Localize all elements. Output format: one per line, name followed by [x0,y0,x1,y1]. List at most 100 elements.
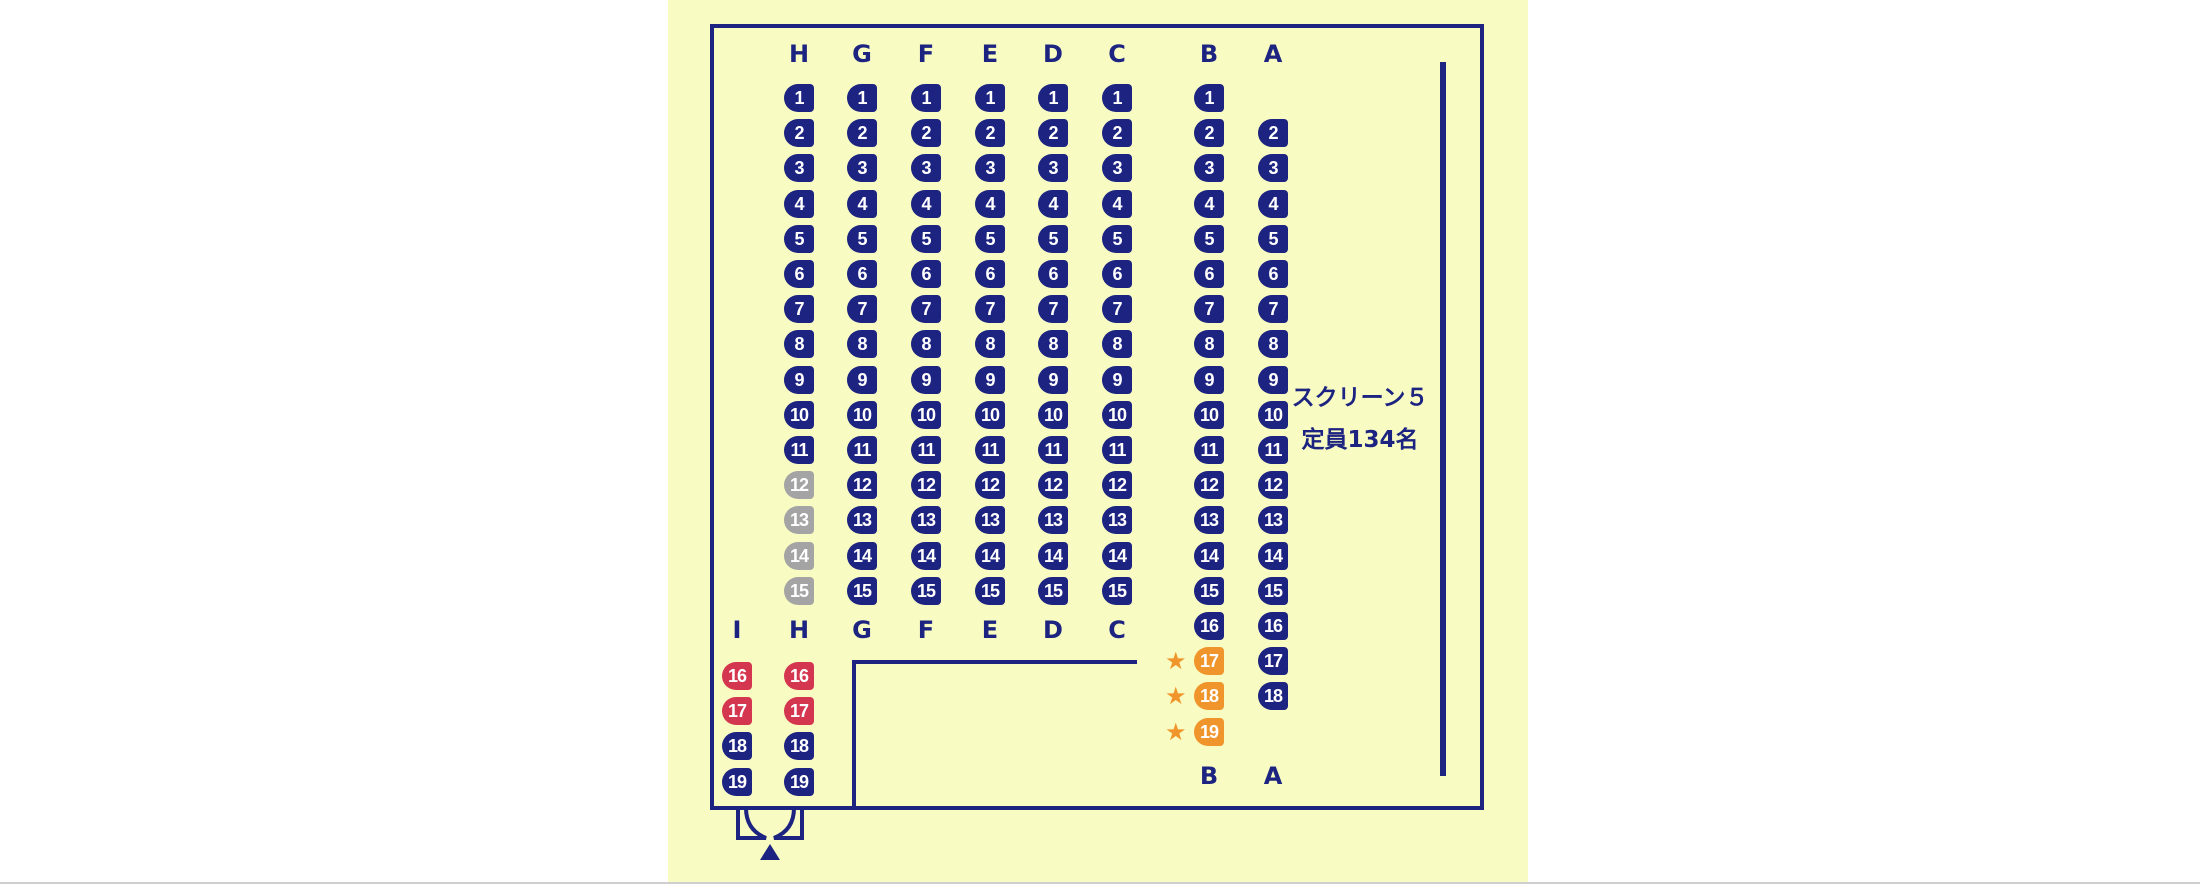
seat-c-12[interactable]: 12 [1102,471,1132,499]
seat-a-13[interactable]: 13 [1258,506,1288,534]
seat-e-8[interactable]: 8 [975,330,1005,358]
seat-b-16[interactable]: 16 [1194,612,1224,640]
seat-h-7[interactable]: 7 [784,295,814,323]
seat-b-18[interactable]: 18 [1194,682,1224,710]
seat-a-10[interactable]: 10 [1258,401,1288,429]
seat-d-7[interactable]: 7 [1038,295,1068,323]
seat-a-15[interactable]: 15 [1258,577,1288,605]
seat-g-14[interactable]: 14 [847,542,877,570]
seat-d-13[interactable]: 13 [1038,506,1068,534]
seat-h-17[interactable]: 17 [784,697,814,725]
seat-b-17[interactable]: 17 [1194,647,1224,675]
seat-e-12[interactable]: 12 [975,471,1005,499]
seat-b-11[interactable]: 11 [1194,436,1224,464]
seat-b-3[interactable]: 3 [1194,154,1224,182]
seat-b-13[interactable]: 13 [1194,506,1224,534]
seat-g-1[interactable]: 1 [847,84,877,112]
seat-b-19[interactable]: 19 [1194,718,1224,746]
seat-g-11[interactable]: 11 [847,436,877,464]
seat-h-11[interactable]: 11 [784,436,814,464]
seat-d-9[interactable]: 9 [1038,366,1068,394]
seat-e-14[interactable]: 14 [975,542,1005,570]
seat-g-4[interactable]: 4 [847,190,877,218]
seat-g-5[interactable]: 5 [847,225,877,253]
seat-i-19[interactable]: 19 [722,768,752,796]
seat-g-13[interactable]: 13 [847,506,877,534]
seat-h-10[interactable]: 10 [784,401,814,429]
seat-b-14[interactable]: 14 [1194,542,1224,570]
seat-d-10[interactable]: 10 [1038,401,1068,429]
seat-f-9[interactable]: 9 [911,366,941,394]
seat-h-13[interactable]: 13 [784,506,814,534]
seat-a-4[interactable]: 4 [1258,190,1288,218]
seat-b-6[interactable]: 6 [1194,260,1224,288]
seat-c-2[interactable]: 2 [1102,119,1132,147]
seat-b-2[interactable]: 2 [1194,119,1224,147]
seat-e-7[interactable]: 7 [975,295,1005,323]
seat-c-8[interactable]: 8 [1102,330,1132,358]
seat-f-4[interactable]: 4 [911,190,941,218]
seat-d-4[interactable]: 4 [1038,190,1068,218]
seat-h-14[interactable]: 14 [784,542,814,570]
seat-e-13[interactable]: 13 [975,506,1005,534]
seat-e-3[interactable]: 3 [975,154,1005,182]
seat-d-6[interactable]: 6 [1038,260,1068,288]
seat-f-11[interactable]: 11 [911,436,941,464]
seat-c-11[interactable]: 11 [1102,436,1132,464]
seat-c-10[interactable]: 10 [1102,401,1132,429]
seat-d-5[interactable]: 5 [1038,225,1068,253]
seat-h-15[interactable]: 15 [784,577,814,605]
seat-c-14[interactable]: 14 [1102,542,1132,570]
seat-d-3[interactable]: 3 [1038,154,1068,182]
seat-f-13[interactable]: 13 [911,506,941,534]
seat-f-15[interactable]: 15 [911,577,941,605]
seat-c-6[interactable]: 6 [1102,260,1132,288]
seat-i-16[interactable]: 16 [722,662,752,690]
seat-f-12[interactable]: 12 [911,471,941,499]
seat-h-8[interactable]: 8 [784,330,814,358]
seat-a-16[interactable]: 16 [1258,612,1288,640]
seat-f-6[interactable]: 6 [911,260,941,288]
seat-d-11[interactable]: 11 [1038,436,1068,464]
seat-b-4[interactable]: 4 [1194,190,1224,218]
seat-a-14[interactable]: 14 [1258,542,1288,570]
seat-b-10[interactable]: 10 [1194,401,1224,429]
seat-h-18[interactable]: 18 [784,732,814,760]
seat-a-3[interactable]: 3 [1258,154,1288,182]
seat-f-8[interactable]: 8 [911,330,941,358]
seat-c-7[interactable]: 7 [1102,295,1132,323]
seat-a-2[interactable]: 2 [1258,119,1288,147]
seat-g-2[interactable]: 2 [847,119,877,147]
seat-e-2[interactable]: 2 [975,119,1005,147]
seat-e-10[interactable]: 10 [975,401,1005,429]
seat-a-5[interactable]: 5 [1258,225,1288,253]
seat-e-11[interactable]: 11 [975,436,1005,464]
seat-a-6[interactable]: 6 [1258,260,1288,288]
seat-d-15[interactable]: 15 [1038,577,1068,605]
seat-a-8[interactable]: 8 [1258,330,1288,358]
seat-g-7[interactable]: 7 [847,295,877,323]
seat-h-3[interactable]: 3 [784,154,814,182]
seat-d-12[interactable]: 12 [1038,471,1068,499]
seat-h-16[interactable]: 16 [784,662,814,690]
seat-g-15[interactable]: 15 [847,577,877,605]
seat-h-4[interactable]: 4 [784,190,814,218]
seat-g-9[interactable]: 9 [847,366,877,394]
seat-a-7[interactable]: 7 [1258,295,1288,323]
seat-b-5[interactable]: 5 [1194,225,1224,253]
seat-g-8[interactable]: 8 [847,330,877,358]
seat-f-3[interactable]: 3 [911,154,941,182]
seat-f-10[interactable]: 10 [911,401,941,429]
seat-d-8[interactable]: 8 [1038,330,1068,358]
seat-a-11[interactable]: 11 [1258,436,1288,464]
seat-h-2[interactable]: 2 [784,119,814,147]
seat-h-12[interactable]: 12 [784,471,814,499]
seat-e-4[interactable]: 4 [975,190,1005,218]
seat-d-2[interactable]: 2 [1038,119,1068,147]
seat-b-1[interactable]: 1 [1194,84,1224,112]
seat-e-5[interactable]: 5 [975,225,1005,253]
seat-c-13[interactable]: 13 [1102,506,1132,534]
seat-f-7[interactable]: 7 [911,295,941,323]
seat-b-7[interactable]: 7 [1194,295,1224,323]
seat-e-15[interactable]: 15 [975,577,1005,605]
